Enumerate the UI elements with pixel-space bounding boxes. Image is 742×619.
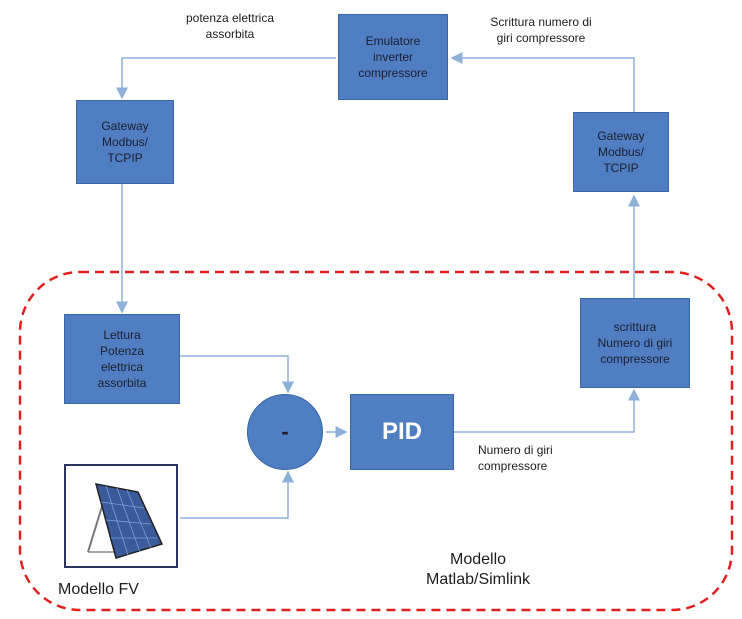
scrittura-node: scrittura Numero di giri compressore bbox=[580, 298, 690, 388]
emulator-node: Emulatore inverter compressore bbox=[338, 14, 448, 100]
arrow-pid-to-scrittura bbox=[454, 388, 640, 433]
label-modello-fv: Modello FV bbox=[58, 581, 139, 598]
pv-panel-image bbox=[64, 464, 178, 568]
label-numero-giri: Numero di giri compressore bbox=[478, 443, 553, 473]
pid-node: PID bbox=[350, 394, 454, 470]
label-scrittura-giri: Scrittura numero di giri compressore bbox=[490, 15, 592, 45]
gateway-left-node: Gateway Modbus/ TCPIP bbox=[76, 100, 174, 184]
arrow-emulator-to-gateway-left bbox=[116, 57, 336, 100]
label-modello-matlab: Modello Matlab/Simlink bbox=[425, 551, 531, 588]
subtract-node: - bbox=[247, 394, 323, 470]
arrow-lettura-to-subtract bbox=[180, 355, 294, 394]
lettura-node: Lettura Potenza elettrica assorbita bbox=[64, 314, 180, 404]
matlab-simulink-region bbox=[18, 270, 734, 612]
label-potenza-assorbita: potenza elettrica assorbita bbox=[185, 11, 275, 41]
solar-panel-icon bbox=[87, 483, 164, 559]
arrow-pv-to-subtract bbox=[180, 470, 294, 519]
gateway-right-node: Gateway Modbus/ TCPIP bbox=[573, 112, 669, 192]
arrow-gateway-right-to-emulator bbox=[450, 52, 635, 112]
